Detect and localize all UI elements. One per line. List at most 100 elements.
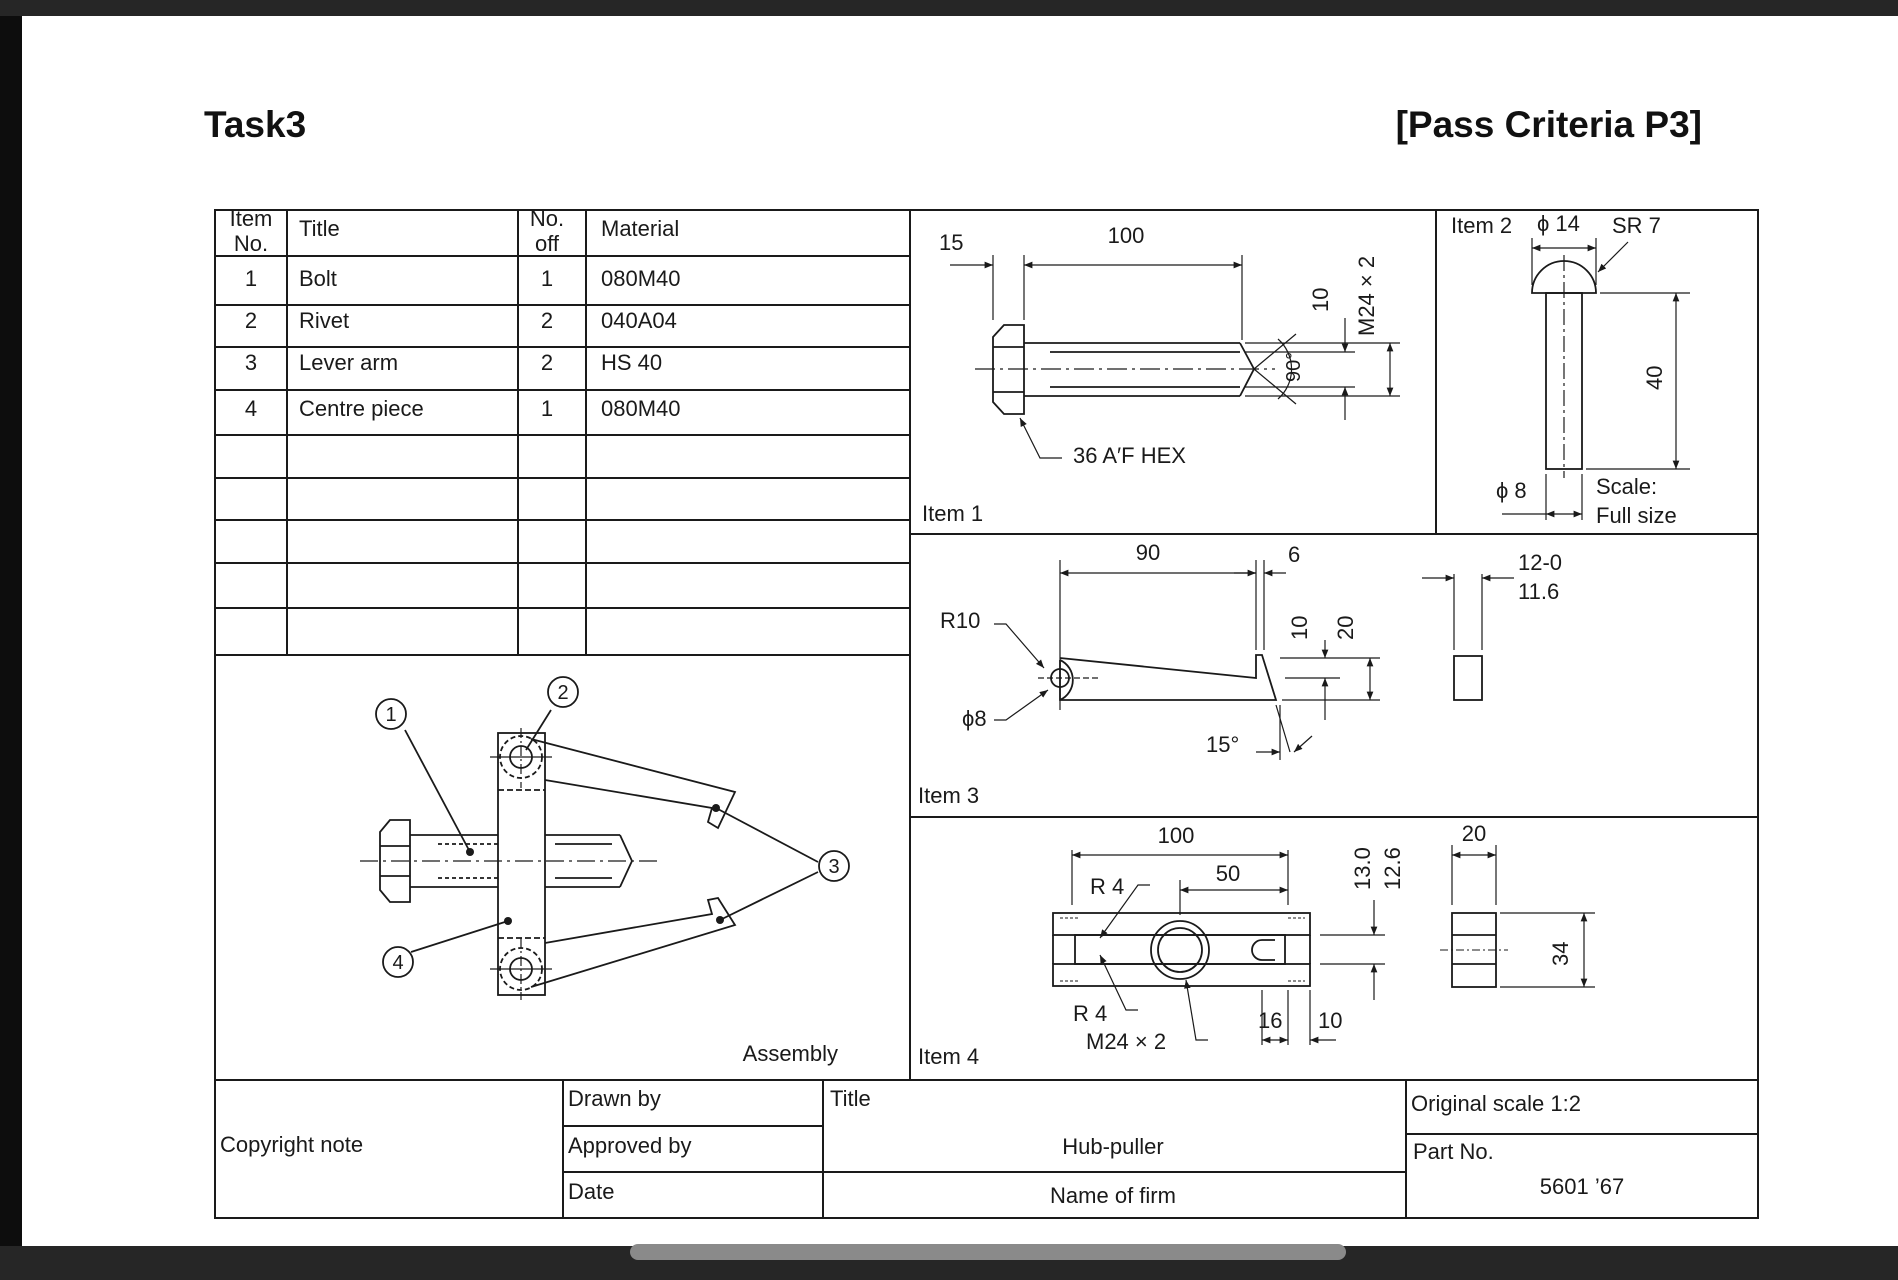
item2-dim-length: 40 [1642,366,1667,390]
item3-dim-hole: ϕ8 [962,706,987,731]
balloon-2: 2 [557,682,568,704]
item3-dim-angle: 15° [1206,732,1239,757]
item4-dim-gap-min: 12.6 [1380,847,1405,890]
approved-by-label: Approved by [568,1133,692,1158]
item1-bolt-drawing [950,255,1400,459]
item4-label: Item 4 [918,1044,979,1069]
item2-dimensions: Item 2 ϕ 14 SR 7 40 ϕ 8 Scale: Full size [1451,211,1677,528]
item4-dim-lip: 10 [1318,1008,1342,1033]
top-bar [0,0,1898,16]
row-qty: 2 [541,350,553,375]
drawing-frame [214,209,1759,1219]
row-qty: 1 [541,396,553,421]
part-no-label: Part No. [1413,1139,1494,1164]
row-item: 1 [245,266,257,291]
item3-dim-thk-min: 11.6 [1518,579,1559,604]
item2-scale-line1: Scale: [1596,474,1657,499]
title-block-grid [562,1080,1758,1218]
document-page: Task3 [Pass Criteria P3] [22,16,1898,1246]
row-material: 040A04 [601,308,677,333]
item3-lever-drawing [994,560,1514,760]
task-heading: Task3 [204,104,307,145]
header-no-off-line2: off [535,231,560,256]
item2-rivet-drawing [1502,238,1690,520]
original-scale: Original scale 1:2 [1411,1091,1581,1116]
left-bar [0,16,22,1246]
header-no-off-line1: No. [530,206,564,231]
item4-dim-offset: 50 [1216,861,1240,886]
horizontal-scrollbar-thumb[interactable] [630,1244,1346,1260]
parts-list-table: Item No. Title No. off Material 1 Bolt 1… [230,206,681,421]
drawing-title: Hub-puller [1062,1134,1164,1159]
item1-dim-angle: 90° [1283,352,1305,382]
table-row: 2 Rivet 2 040A04 [245,308,677,333]
item4-dim-width: 20 [1462,821,1486,846]
item4-dimensions: 100 50 R 4 R 4 M24 × 2 16 10 13.0 12.6 2… [918,821,1573,1069]
item2-dim-head-dia: ϕ 14 [1537,211,1580,236]
item3-label: Item 3 [918,783,979,808]
row-material: 080M40 [601,266,681,291]
item1-dim-length: 100 [1108,223,1145,248]
engineering-drawing: Item No. Title No. off Material 1 Bolt 1… [214,206,1759,1219]
row-item: 2 [245,308,257,333]
item4-dim-thread: M24 × 2 [1086,1029,1166,1054]
balloon-4: 4 [392,952,403,974]
item4-dim-gap-max: 13.0 [1350,847,1375,890]
item4-centre-piece-drawing [1052,845,1595,1045]
firm-name: Name of firm [1050,1183,1176,1208]
item3-dim-length: 90 [1136,540,1160,565]
table-row: 1 Bolt 1 080M40 [245,266,681,291]
item3-dim-thk-max: 12-0 [1518,550,1562,575]
row-item: 4 [245,396,257,421]
item4-dim-length: 100 [1158,823,1195,848]
row-qty: 1 [541,266,553,291]
assembly-view [360,676,850,1000]
item2-label: Item 2 [1451,213,1512,238]
assembly-balloon-labels: 1 2 3 4 [385,682,839,974]
header-material: Material [601,216,679,241]
copyright-note: Copyright note [220,1132,363,1157]
item1-label: Item 1 [922,501,983,526]
header-title: Title [299,216,340,241]
assembly-label: Assembly [743,1041,838,1066]
item2-dim-sphere-r: SR 7 [1612,213,1661,238]
item2-scale-line2: Full size [1596,503,1677,528]
item3-dim-tip: 6 [1288,542,1300,567]
table-row: 4 Centre piece 1 080M40 [245,396,681,421]
drawn-by-label: Drawn by [568,1086,661,1111]
item1-dim-head: 15 [939,230,963,255]
row-material: HS 40 [601,350,662,375]
date-label: Date [568,1179,614,1204]
balloon-1: 1 [385,704,396,726]
row-title: Centre piece [299,396,424,421]
assembly-leader-dots [466,804,724,925]
item1-dimensions: 15 100 10 M24 × 2 90° 36 A′F HEX Item 1 [922,223,1379,526]
pass-criteria-heading: [Pass Criteria P3] [1395,104,1702,145]
row-title: Rivet [299,308,349,333]
title-label: Title [830,1086,871,1111]
row-title: Bolt [299,266,337,291]
header-item-line1: Item [230,206,273,231]
balloon-3: 3 [828,856,839,878]
parts-list-grid [215,210,910,655]
item3-dim-radius: R10 [940,608,980,633]
item1-hex-note: 36 A′F HEX [1073,443,1186,468]
row-item: 3 [245,350,257,375]
table-row: 3 Lever arm 2 HS 40 [245,350,662,375]
row-material: 080M40 [601,396,681,421]
item4-dim-radius-top: R 4 [1090,874,1124,899]
item3-dimensions: 90 6 R10 ϕ8 10 20 15° 12-0 11.6 Item 3 [918,540,1562,808]
item4-dim-slot: 16 [1258,1008,1282,1033]
item1-dim-thread-dia: 10 [1308,288,1333,312]
item1-dim-thread: M24 × 2 [1354,256,1379,336]
item4-dim-height: 34 [1548,942,1573,966]
row-qty: 2 [541,308,553,333]
title-block: Copyright note Drawn by Approved by Date… [220,1086,1624,1208]
part-no-value: 5601 ’67 [1540,1174,1624,1199]
item4-dim-radius-bottom: R 4 [1073,1001,1107,1026]
item2-dim-shank-dia: ϕ 8 [1496,478,1527,503]
item3-dim-h2: 20 [1333,616,1358,640]
row-title: Lever arm [299,350,398,375]
header-item-line2: No. [234,231,268,256]
item3-dim-h1: 10 [1287,616,1312,640]
